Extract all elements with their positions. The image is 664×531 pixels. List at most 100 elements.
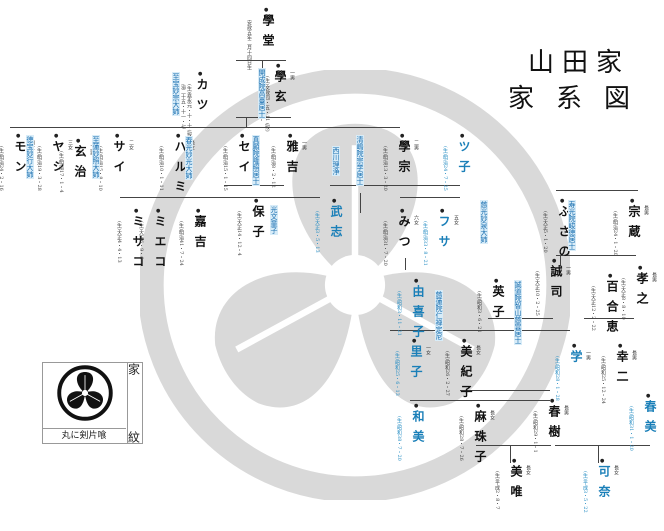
marker-dot-icon: ● bbox=[460, 133, 465, 139]
person-dates: (生)昭和28・7・26 bbox=[458, 416, 464, 461]
connector bbox=[10, 127, 400, 128]
person-dates: (生)明治10・1・11 bbox=[158, 146, 164, 191]
person-masakichi: 一男雅吉 bbox=[285, 140, 310, 180]
connector bbox=[584, 318, 634, 319]
person-name: 学 bbox=[569, 350, 583, 370]
marker-dot-icon: ● bbox=[462, 338, 467, 344]
person-dates: (生)昭和3・11・21 bbox=[396, 291, 402, 336]
person-dates: (生)明治24・7・25 bbox=[442, 146, 448, 191]
marker-dot-icon: ● bbox=[618, 343, 623, 349]
person-name: 英子 bbox=[491, 285, 505, 325]
person-name: 美唯 bbox=[509, 465, 523, 505]
person-dates: (生)昭和25・6・13 bbox=[394, 351, 400, 396]
person-kana: 長女可奈 bbox=[597, 465, 622, 505]
person-kazumi: 和美 bbox=[411, 410, 425, 450]
kaimyo-label: 至蓮妙照大姉 bbox=[92, 135, 100, 179]
person-dates: (生)明治19・3・28 bbox=[36, 146, 42, 191]
person-name: 麻珠子 bbox=[473, 410, 487, 470]
relation-label: 六女 bbox=[413, 215, 419, 225]
kaimyo-label: 真願院隆照居士 bbox=[252, 135, 260, 186]
person-dates: (生)大正4・4・13 bbox=[116, 221, 122, 263]
connector bbox=[330, 185, 460, 186]
marker-dot-icon: ● bbox=[552, 258, 557, 264]
kaimyo-label: 寿光院峻徳居士 bbox=[568, 200, 576, 251]
person-dates: (生)明治13・3・20 bbox=[382, 146, 388, 191]
kaimyo-label: 至宝妙宗大姉 bbox=[172, 72, 180, 116]
person-name: ミエコ bbox=[153, 215, 167, 275]
person-name: 百合恵 bbox=[605, 280, 619, 340]
relation-label: 長女 bbox=[525, 465, 531, 475]
person-dates: (生)平成3・5・22 bbox=[582, 471, 588, 513]
connector bbox=[555, 445, 650, 446]
marker-dot-icon: ● bbox=[400, 208, 405, 214]
person-dates: (生)明治15・1・15 bbox=[222, 146, 228, 191]
person-takayuki: 長男孝之 bbox=[635, 272, 660, 312]
person-dates: (生)明治31・7・20 bbox=[382, 221, 388, 266]
relation-label: 二男 bbox=[413, 140, 419, 150]
person-katsu: カツ bbox=[195, 78, 209, 118]
title-line-1: 山田家 bbox=[528, 48, 631, 78]
relation-label: 一男 bbox=[585, 350, 591, 360]
person-dates: (生)明治41・7・24 bbox=[178, 221, 184, 266]
person-dates: (生)大正10・2・25 bbox=[534, 271, 540, 316]
person-dates: (生)明治15・8・10 bbox=[97, 146, 103, 191]
person-name: セイ bbox=[237, 140, 251, 180]
connector bbox=[598, 445, 599, 463]
person-dates: (生)昭和28・1・28 bbox=[554, 356, 560, 401]
kamon-side-label: 家 紋 bbox=[126, 362, 143, 444]
marker-dot-icon: ● bbox=[512, 458, 517, 464]
person-name: 武志 bbox=[329, 205, 343, 245]
person-dates: (生)昭和3・6・21 bbox=[476, 291, 482, 333]
marker-dot-icon: ● bbox=[254, 198, 259, 204]
relation-label: 長男 bbox=[651, 272, 657, 282]
person-kakichi: 嘉吉 bbox=[193, 215, 207, 255]
kaimyo-label: 慈光妙泉大姉 bbox=[480, 200, 488, 244]
person-name: ふさの bbox=[557, 205, 571, 265]
relation-label: 五女 bbox=[453, 215, 459, 225]
marker-dot-icon: ● bbox=[630, 198, 635, 204]
kaimyo-label: 西川理浄 bbox=[332, 146, 340, 176]
person-name: ツ子 bbox=[457, 140, 471, 180]
connector bbox=[246, 117, 247, 127]
marker-dot-icon: ● bbox=[156, 208, 161, 214]
connector bbox=[510, 445, 511, 463]
person-name: 和美 bbox=[411, 410, 425, 450]
marker-dot-icon: ● bbox=[412, 338, 417, 344]
person-koji: 長男幸二 bbox=[615, 350, 640, 390]
marker-dot-icon: ● bbox=[332, 198, 337, 204]
connector bbox=[556, 255, 636, 256]
person-name: ハルミ bbox=[173, 140, 187, 200]
kaimyo-label: 徳宝妙行大姉 bbox=[26, 135, 34, 179]
person-name: サイ bbox=[112, 140, 126, 180]
person-misako: ミサコ bbox=[131, 215, 145, 275]
relation-label: 三女 bbox=[67, 140, 73, 150]
person-gakugen: 一男學玄 bbox=[273, 70, 298, 110]
person-dates: (生)明治17・1・4 bbox=[58, 151, 64, 193]
person-dates: (生)昭和25・12・24 bbox=[600, 356, 606, 404]
person-name: 可奈 bbox=[597, 465, 611, 505]
marker-dot-icon: ● bbox=[400, 133, 405, 139]
person-dates: (生)大正6・9・6 bbox=[138, 221, 144, 260]
person-name: 春美 bbox=[643, 400, 657, 440]
kaimyo-label: 誠道院智山慈雲居士 bbox=[514, 280, 522, 345]
person-name: 由喜子 bbox=[411, 285, 425, 345]
person-name: ミサコ bbox=[131, 215, 145, 275]
marker-dot-icon: ● bbox=[115, 133, 120, 139]
person-dates: (生)平成2・8・7 bbox=[494, 471, 500, 510]
marker-dot-icon: ● bbox=[414, 278, 419, 284]
relation-label: 一男 bbox=[301, 140, 307, 150]
connector bbox=[262, 60, 263, 68]
marker-dot-icon: ● bbox=[646, 393, 651, 399]
person-fusano: ふさの bbox=[557, 205, 571, 265]
marker-dot-icon: ● bbox=[638, 265, 643, 271]
title-line-2: 家系図 bbox=[508, 84, 653, 114]
marker-dot-icon: ● bbox=[176, 133, 181, 139]
marker-dot-icon: ● bbox=[288, 133, 293, 139]
kaimyo-label: 清嶋院宗学居士 bbox=[356, 135, 364, 186]
person-dates: (生)大正12・2・22 bbox=[590, 286, 596, 331]
person-sai: 二女サイ bbox=[112, 140, 137, 180]
person-mieko: ミエコ bbox=[153, 215, 167, 275]
person-dates: (生)昭和26・2・27 bbox=[444, 351, 450, 396]
marker-dot-icon: ● bbox=[572, 343, 577, 349]
person-dates: (生)明治24・2・16 bbox=[0, 146, 4, 191]
